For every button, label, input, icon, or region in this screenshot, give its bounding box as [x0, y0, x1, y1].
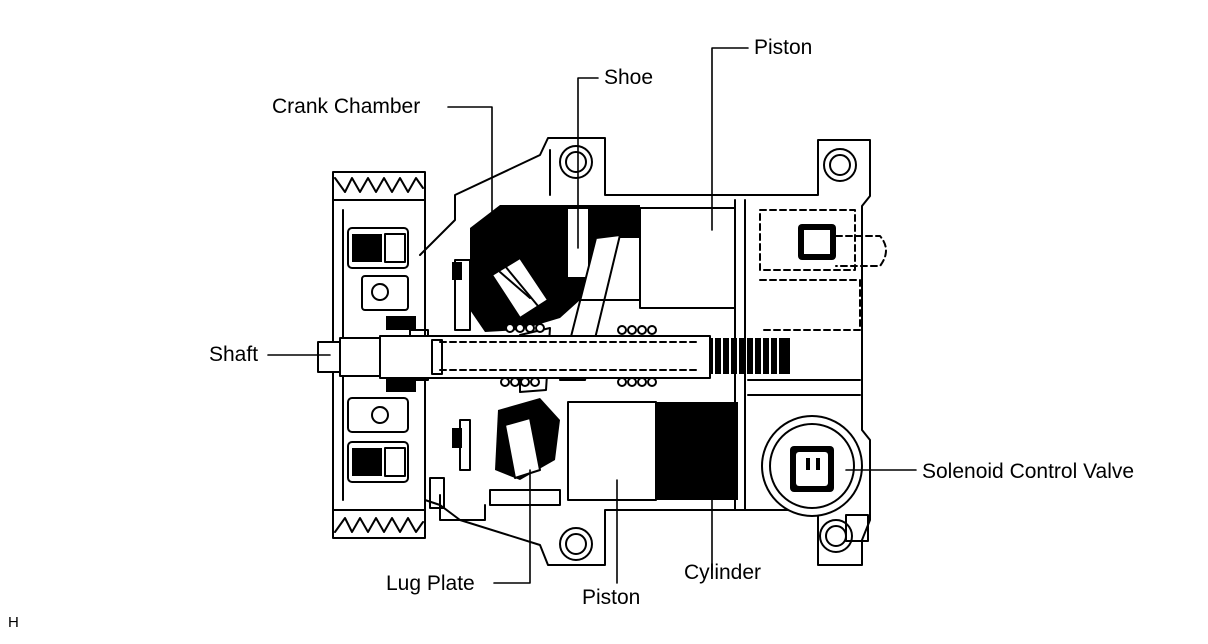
leader-lug-plate	[493, 469, 531, 584]
label-shoe: Shoe	[604, 66, 654, 89]
label-crank-chamber: Crank Chamber	[272, 95, 421, 118]
figure-code: H	[8, 614, 19, 631]
shaft	[317, 335, 790, 379]
cylinder-block	[559, 199, 746, 511]
pulley-grooves-bottom	[334, 517, 424, 533]
label-shaft: Shaft	[209, 343, 259, 366]
label-solenoid-control-valve: Solenoid Control Valve	[922, 460, 1135, 483]
leader-shoe	[577, 77, 599, 249]
leader-crank-chamber	[447, 106, 493, 223]
label-piston-bottom: Piston	[582, 586, 641, 609]
leader-piston-top	[711, 47, 749, 231]
label-piston-top: Piston	[754, 36, 813, 59]
label-cylinder: Cylinder	[684, 561, 762, 584]
compressor-housing	[419, 137, 871, 566]
pulley-grooves-top	[334, 177, 424, 193]
leader-lines	[267, 47, 917, 584]
solenoid-valve	[761, 415, 869, 542]
crank-area	[452, 205, 657, 506]
label-lug-plate: Lug Plate	[386, 572, 475, 595]
rear-head	[747, 209, 887, 396]
